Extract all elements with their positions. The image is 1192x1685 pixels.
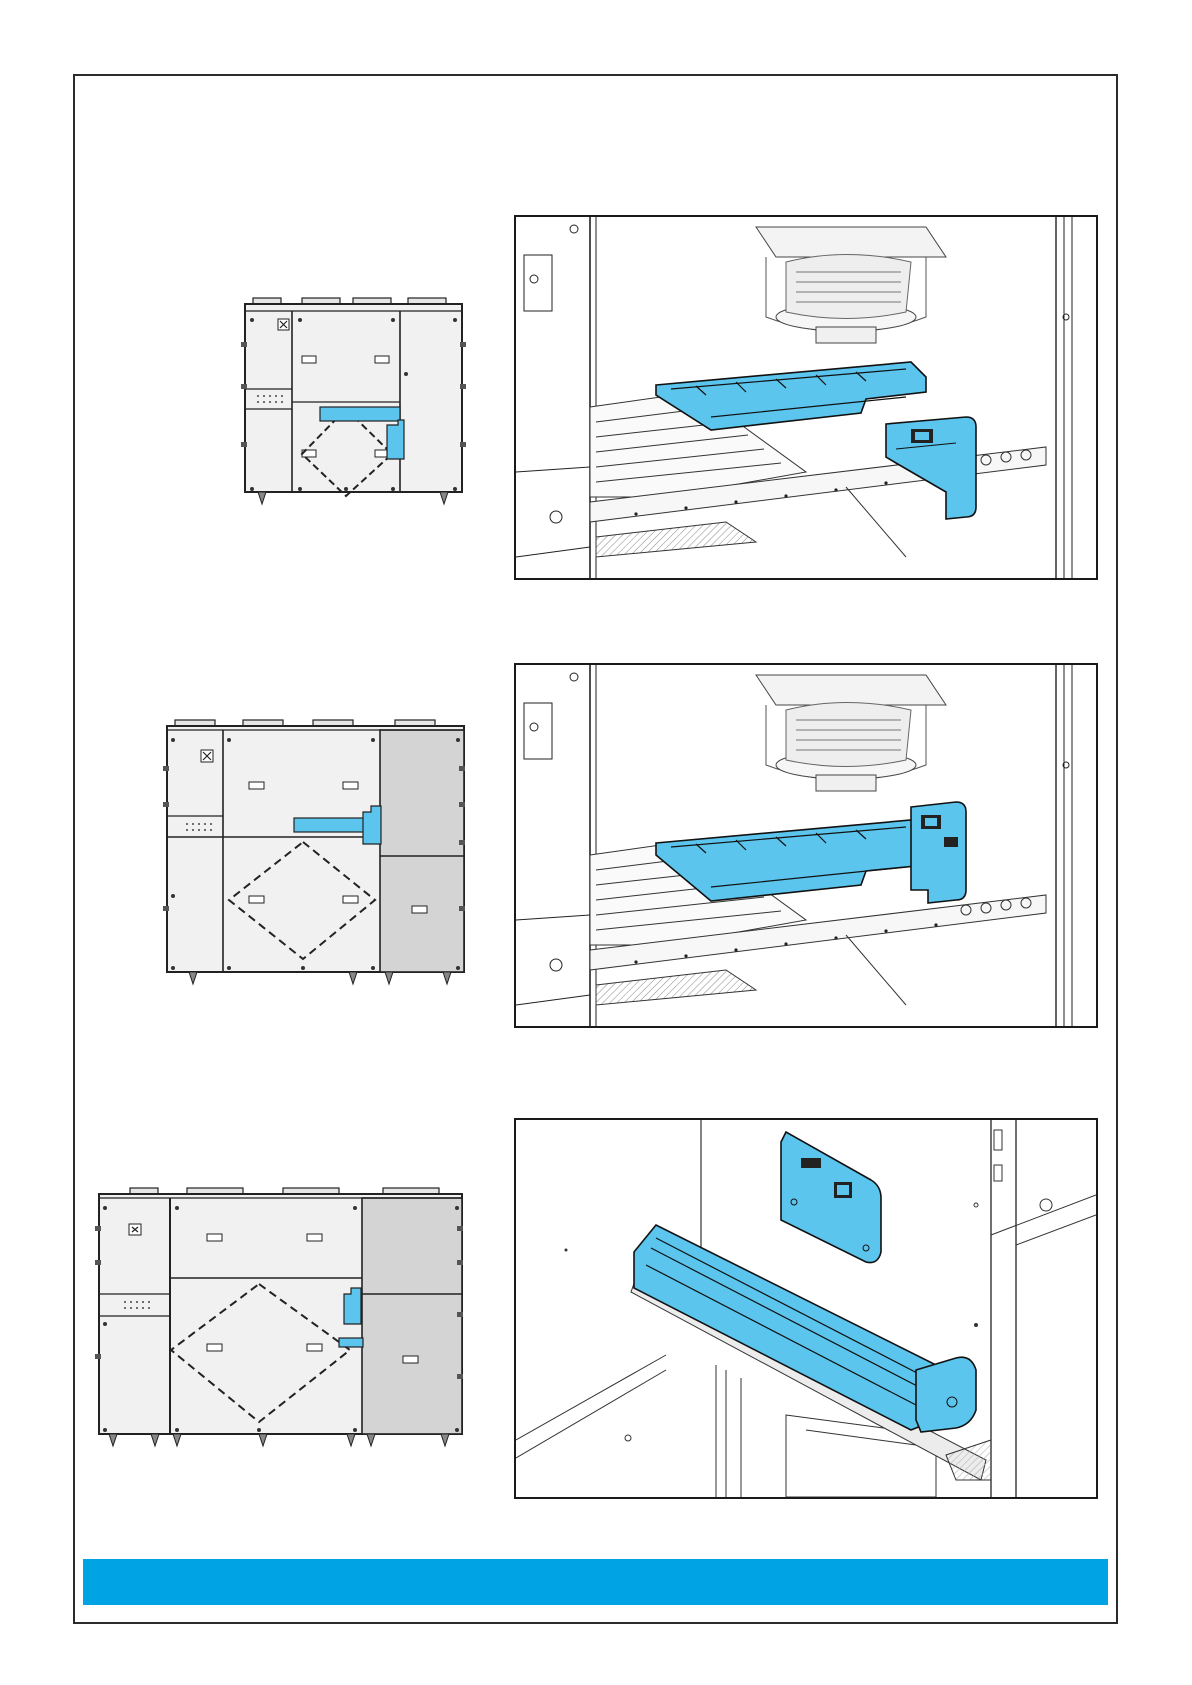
- unit-small-front-view: [240, 292, 466, 517]
- controller-mounting-detail-icon: [516, 1120, 1096, 1497]
- detail-illustration-2: [514, 663, 1098, 1028]
- detail-illustration-3: [514, 1118, 1098, 1499]
- controller-mounting-detail-icon: [516, 665, 1096, 1026]
- unit-medium-front-view: [163, 716, 469, 986]
- ventilation-unit-front-view-icon: [240, 292, 466, 517]
- unit-large-front-view: [95, 1184, 465, 1450]
- footer-color-bar: [83, 1559, 1108, 1605]
- ventilation-unit-front-view-icon: [163, 716, 469, 986]
- detail-illustration-1: [514, 215, 1098, 580]
- controller-mounting-detail-icon: [516, 217, 1096, 578]
- ventilation-unit-front-view-icon: [95, 1184, 465, 1450]
